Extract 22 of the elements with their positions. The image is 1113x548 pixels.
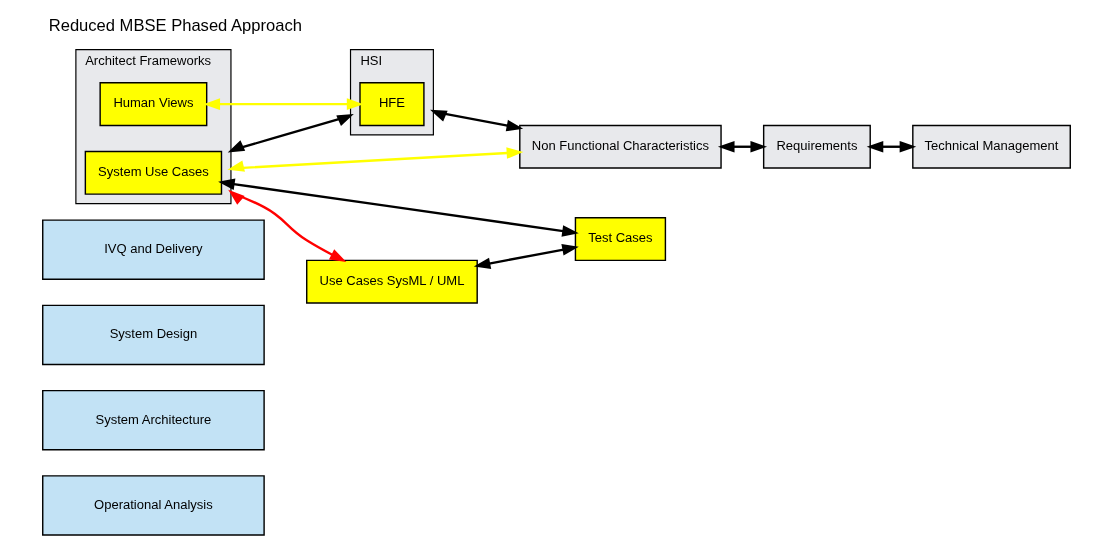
node-box: System Use Cases [84, 150, 223, 195]
node-box: Requirements [762, 124, 871, 169]
node-box: Operational Analysis [42, 475, 265, 536]
node-box: System Design [42, 304, 265, 366]
diagram-title: Reduced MBSE Phased Approach [48, 15, 302, 35]
arrow [717, 140, 768, 153]
arrow [866, 140, 917, 153]
arrow [227, 114, 354, 153]
arrow [473, 244, 579, 270]
arrow [203, 98, 364, 110]
arrow [218, 178, 579, 237]
node-box: IVQ and Delivery [42, 219, 265, 281]
arrow [227, 147, 524, 172]
arrow [430, 109, 524, 132]
node-box: System Architecture [42, 389, 265, 451]
node-box: Technical Management [912, 124, 1071, 169]
node-box: Human Views [99, 82, 208, 127]
node-box: Non Functional Characteristics [519, 124, 722, 169]
node-box: Test Cases [574, 217, 667, 262]
node-box: HFE [359, 82, 425, 127]
node-box: Use Cases SysML / UML [306, 259, 478, 304]
arrow [228, 189, 347, 262]
